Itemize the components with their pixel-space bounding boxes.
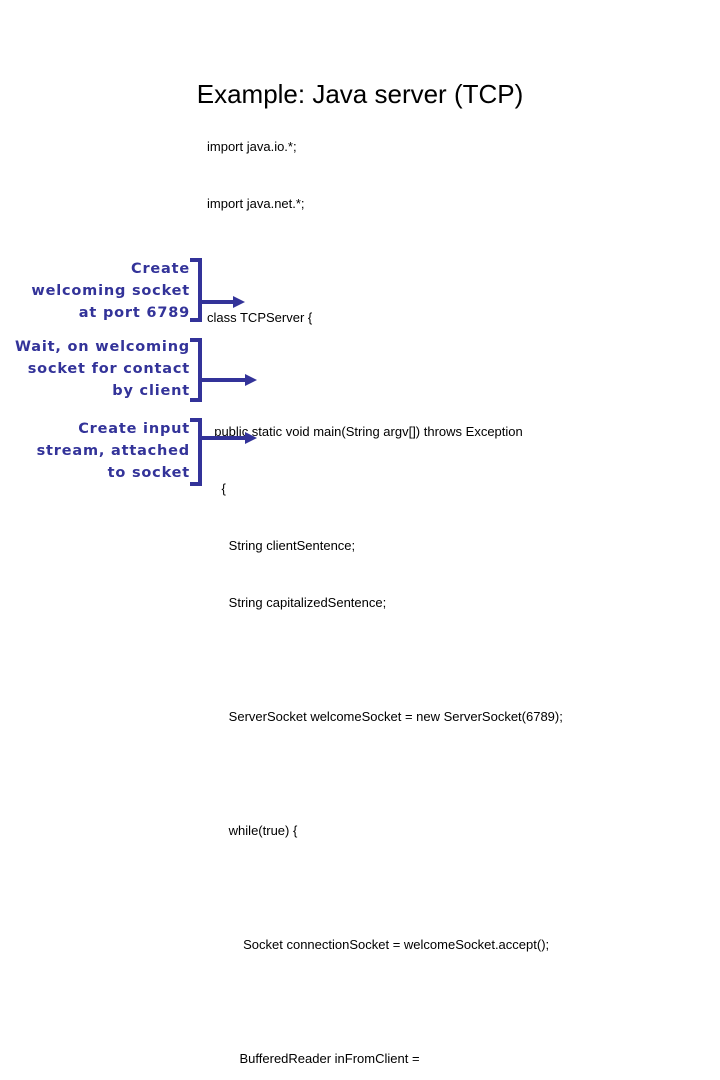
page-title: Example: Java server (TCP) [196, 79, 524, 109]
code-line-blank [207, 764, 707, 783]
code-line: String clientSentence; [207, 538, 356, 553]
code-line: import java.io.*; [207, 139, 297, 154]
code-line: public static void main(String argv[]) t… [207, 424, 523, 439]
code-line: BufferedReader inFromClient = [207, 1051, 420, 1066]
bracket-arrow-icon [190, 336, 262, 406]
code-listing: import java.io.*; import java.net.*; cla… [207, 99, 707, 1080]
code-line-blank [207, 878, 707, 897]
code-line: while(true) { [207, 823, 298, 838]
annotation-create-input-stream: Create input stream, attached to socket [36, 421, 190, 481]
code-line-blank [207, 650, 707, 669]
code-line: ServerSocket welcomeSocket = new ServerS… [207, 709, 563, 724]
annotation-create-welcoming-socket: Create welcoming socket at port 6789 [31, 261, 190, 321]
code-line: { [207, 481, 226, 496]
bracket-arrow-icon [190, 416, 262, 490]
code-line: class TCPServer { [207, 310, 313, 325]
code-line-blank [207, 365, 707, 384]
annotation-wait-for-contact: Wait, on welcoming socket for contact by… [15, 339, 190, 399]
code-line: String capitalizedSentence; [207, 595, 387, 610]
bracket-arrow-icon [190, 256, 252, 326]
code-line-blank [207, 251, 707, 270]
code-line: Socket connectionSocket = welcomeSocket.… [207, 937, 550, 952]
code-line-blank [207, 992, 707, 1011]
code-line: import java.net.*; [207, 196, 305, 211]
slide-canvas: Example: Java server (TCP) import java.i… [15, 79, 563, 1066]
